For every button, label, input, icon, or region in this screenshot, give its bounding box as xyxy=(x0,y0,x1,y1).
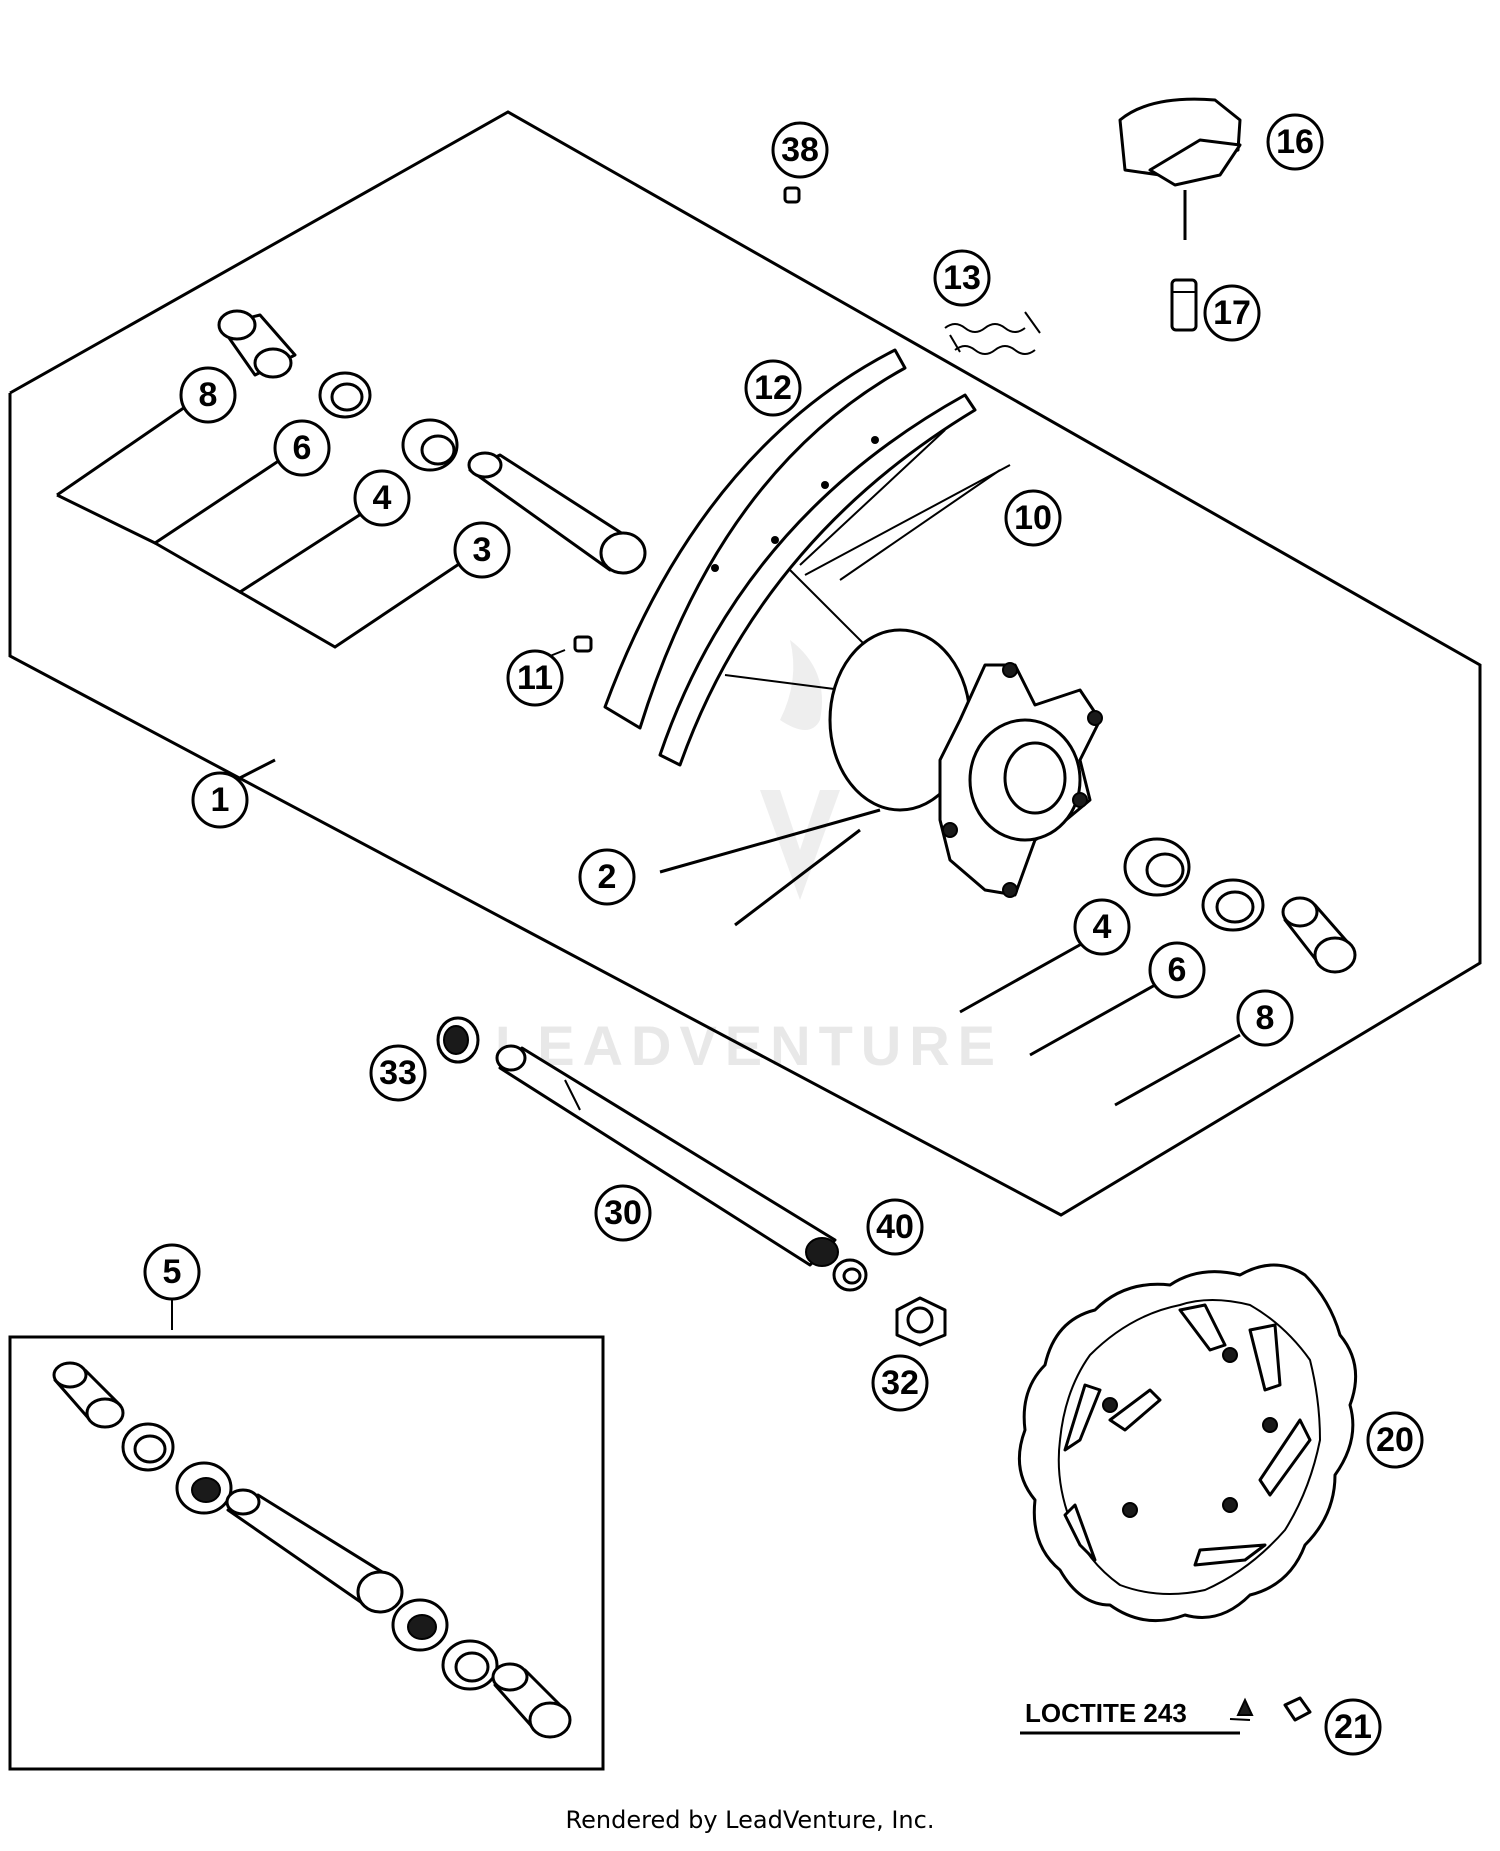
callout-32-label: 32 xyxy=(881,1364,919,1402)
callout-20[interactable]: 20 xyxy=(1366,1411,1424,1469)
callout-16-label: 16 xyxy=(1276,123,1314,161)
callout-4-left-label: 4 xyxy=(373,479,392,517)
bolt-21 xyxy=(1236,1696,1312,1722)
callout-4-left[interactable]: 4 xyxy=(353,469,411,527)
callout-8-left-label: 8 xyxy=(199,376,218,414)
wheel-assembly-outline xyxy=(8,110,1482,1217)
bearing-4-right xyxy=(1123,837,1191,897)
callout-20-label: 20 xyxy=(1376,1421,1414,1459)
callout-4-right-label: 4 xyxy=(1093,908,1112,946)
washer-40 xyxy=(832,1258,868,1292)
callout-6-left[interactable]: 6 xyxy=(273,419,331,477)
callout-17-label: 17 xyxy=(1213,294,1251,332)
brake-disc-20 xyxy=(1017,1263,1358,1623)
render-credit: Rendered by LeadVenture, Inc. xyxy=(565,1806,935,1834)
callout-33-label: 33 xyxy=(379,1054,417,1092)
callout-1-label: 1 xyxy=(211,781,230,819)
washer-33 xyxy=(436,1016,480,1064)
callout-13[interactable]: 13 xyxy=(933,249,991,307)
callout-30[interactable]: 30 xyxy=(594,1184,652,1242)
seal-6-left xyxy=(318,371,372,419)
rim-lock-16 xyxy=(1118,97,1242,240)
callout-16[interactable]: 16 xyxy=(1266,113,1324,171)
rim-illustration xyxy=(603,348,977,767)
axle-nut-32 xyxy=(895,1296,947,1347)
callout-10[interactable]: 10 xyxy=(1004,489,1062,547)
callout-30-label: 30 xyxy=(604,1194,642,1232)
bearing-4-left xyxy=(401,418,459,472)
callout-17[interactable]: 17 xyxy=(1203,284,1261,342)
callout-8-left[interactable]: 8 xyxy=(179,366,237,424)
callout-1[interactable]: 1 xyxy=(191,771,249,829)
callout-5-label: 5 xyxy=(163,1253,182,1291)
callout-10-label: 10 xyxy=(1014,499,1052,537)
callout-21[interactable]: 21 xyxy=(1324,1698,1382,1756)
callout-6-right-label: 6 xyxy=(1168,951,1187,989)
seal-6-right xyxy=(1201,878,1265,932)
callout-12[interactable]: 12 xyxy=(744,359,802,417)
callout-5[interactable]: 5 xyxy=(143,1243,201,1301)
bearing-kit-box xyxy=(8,1335,605,1771)
callout-11[interactable]: 11 xyxy=(506,649,564,707)
callout-12-label: 12 xyxy=(754,369,792,407)
callout-4-right[interactable]: 4 xyxy=(1073,898,1131,956)
callout-40[interactable]: 40 xyxy=(866,1198,924,1256)
callout-3[interactable]: 3 xyxy=(453,521,511,579)
callout-8-right-label: 8 xyxy=(1256,999,1275,1037)
loctite-note: LOCTITE 243 xyxy=(1020,1698,1240,1735)
distance-sleeve-3 xyxy=(467,451,647,575)
nut-17 xyxy=(1170,278,1198,332)
callout-2[interactable]: 2 xyxy=(578,848,636,906)
callout-6-right[interactable]: 6 xyxy=(1148,941,1206,999)
loctite-label: LOCTITE 243 xyxy=(1025,1698,1187,1728)
callout-6-left-label: 6 xyxy=(293,429,312,467)
callout-32[interactable]: 32 xyxy=(871,1354,929,1412)
spacer-8-right xyxy=(1281,896,1357,974)
valve-cap-38 xyxy=(783,186,801,204)
callout-40-label: 40 xyxy=(876,1208,914,1246)
rim-tape-13 xyxy=(944,311,1041,355)
bearing-kit-contents xyxy=(52,1361,572,1739)
callout-3-label: 3 xyxy=(473,531,492,569)
valve-nut-11 xyxy=(573,635,593,653)
callout-2-label: 2 xyxy=(598,858,617,896)
axle-30 xyxy=(495,1044,839,1267)
leader-lines xyxy=(56,403,1251,1721)
callout-21-label: 21 xyxy=(1334,1708,1372,1746)
hub-illustration xyxy=(828,628,1103,898)
callout-11-label: 11 xyxy=(517,659,553,697)
callout-38[interactable]: 38 xyxy=(771,121,829,179)
spacer-8-left xyxy=(217,309,297,379)
watermark-text: LEADVENTURE xyxy=(495,1014,1003,1077)
callout-13-label: 13 xyxy=(943,259,981,297)
callout-38-label: 38 xyxy=(781,131,819,169)
callout-33[interactable]: 33 xyxy=(369,1044,427,1102)
callout-8-right[interactable]: 8 xyxy=(1236,989,1294,1047)
